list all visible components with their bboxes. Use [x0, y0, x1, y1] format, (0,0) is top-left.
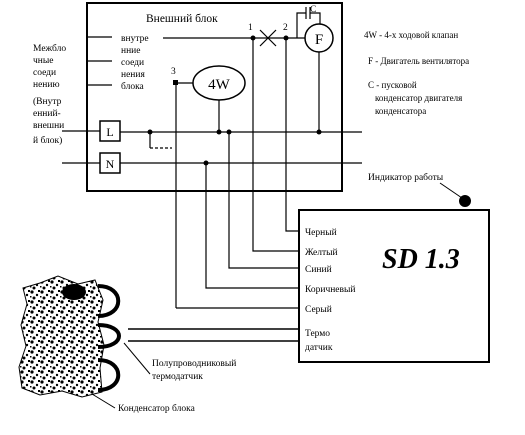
legend-cap-line-3: конденсатора [375, 106, 426, 116]
legend-cap-line-1: C - пусковой [368, 80, 417, 90]
capacitor-c [296, 7, 321, 38]
condenser-label: Конденсатор блока [118, 403, 196, 414]
wire-grey-label: Серый [305, 304, 332, 315]
inner-label-line-5: блока [121, 81, 145, 92]
node-live-2 [216, 129, 222, 135]
condenser-block [18, 275, 105, 398]
four-way-valve [192, 65, 246, 101]
sensor-cable [128, 328, 300, 342]
left-label-line-5: (Внутр [33, 96, 62, 107]
node-brown [203, 160, 209, 166]
condenser-leader [91, 393, 116, 409]
outdoor-unit-box [86, 2, 343, 192]
valve-wires [175, 82, 220, 308]
indicator-label: Индикатор работы [368, 172, 444, 183]
terminal-3-label: 3 [171, 67, 176, 77]
inner-label-line-1: внутре [121, 34, 149, 44]
controller-wires [176, 38, 300, 309]
left-label-line-8: й блок) [33, 135, 62, 146]
thermo-label-line-1: Термо [305, 329, 330, 339]
capacitor-c-label: C [310, 5, 316, 15]
condenser-dark-spot [62, 284, 86, 300]
feeder-lines [88, 36, 112, 86]
sensor-label-line-1: Полупроводниковый [152, 358, 236, 369]
indicator-leader [439, 182, 463, 199]
wire-yellow-label: Желтый [305, 247, 338, 258]
legend-valve: 4W - 4-х ходовой клапан [364, 30, 458, 40]
left-label-line-6: енний- [33, 108, 61, 119]
live-line [62, 130, 362, 149]
node-blue [226, 129, 232, 135]
fan-motor-label: F [315, 32, 323, 48]
indicator-led [459, 195, 471, 207]
inner-connections-label: внутре нние соеди нения блока [121, 34, 149, 92]
sensor-label-line-2: термодатчик [152, 372, 203, 382]
wire-blue-label: Синий [305, 264, 332, 275]
terminal-n-label: N [106, 157, 115, 171]
inner-label-line-4: нения [121, 70, 145, 80]
controller-wire-labels: Черный Желтый Синий Коричневый Серый Тер… [305, 227, 355, 353]
terminal-l-label: L [106, 125, 113, 139]
condenser-pipes [97, 284, 121, 392]
inter-unit-label: Межбло чные соеди нению (Внутр енний- вн… [33, 43, 66, 146]
legend: 4W - 4-х ходовой клапан F - Двигатель ве… [364, 30, 469, 116]
outdoor-unit-title: Внешний блок [146, 13, 218, 25]
inner-label-line-2: нние [121, 46, 140, 56]
terminal-1-label: 1 [248, 23, 253, 33]
wire-brown-label: Коричневый [305, 284, 355, 295]
terminal-2-label: 2 [283, 23, 288, 33]
node-live-3 [316, 129, 322, 135]
controller-box [298, 209, 490, 363]
legend-fan: F - Двигатель вентилятора [368, 56, 469, 66]
left-label-line-7: внешни [33, 121, 64, 131]
legend-cap-line-2: конденсатор двигателя [375, 93, 462, 103]
inner-label-line-3: соеди [121, 58, 144, 68]
wire-black-label: Черный [305, 227, 337, 238]
left-label-line-3: соеди [33, 68, 56, 78]
controller-name: SD 1.3 [382, 244, 460, 275]
thermo-label-line-2: датчик [305, 343, 333, 353]
four-way-valve-label: 4W [208, 77, 231, 93]
left-label-line-1: Межбло [33, 43, 66, 54]
terminal-3-node [173, 80, 178, 85]
left-label-line-2: чные [33, 56, 53, 66]
left-label-line-4: нению [33, 80, 60, 90]
node-live-1 [147, 129, 153, 135]
top-wire [163, 29, 305, 47]
sensor-leader [123, 342, 151, 375]
